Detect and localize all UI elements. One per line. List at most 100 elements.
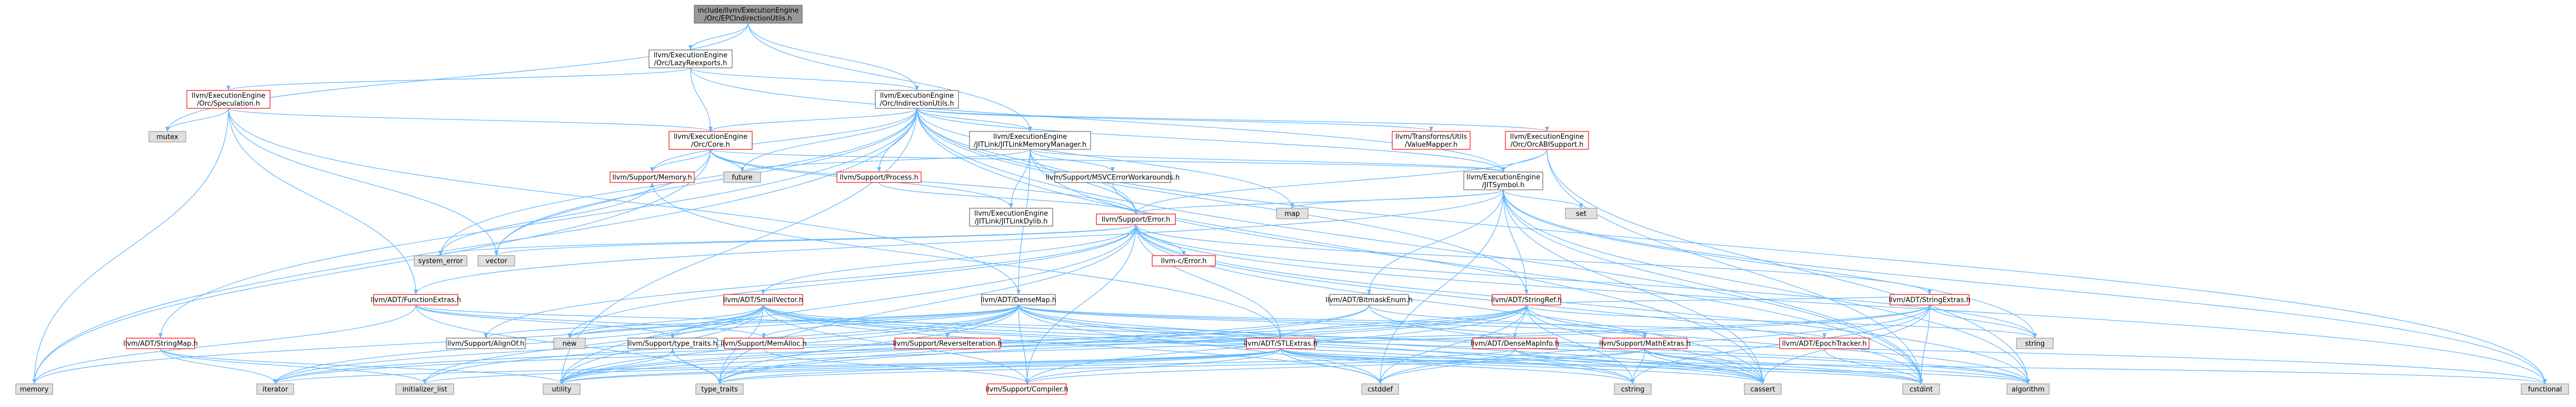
node-utility[interactable]: utility (543, 383, 581, 395)
node-algorithm[interactable]: algorithm (2006, 383, 2050, 395)
edge-jitsym-to-funcext (415, 189, 1504, 295)
node-reverseiter[interactable]: llvm/Support/ReverseIteration.h (893, 338, 1002, 349)
node-vector[interactable]: vector (477, 255, 515, 267)
edge-funcext-to-memalloc (415, 304, 764, 339)
node-bitmask[interactable]: llvm/ADT/BitmaskEnum.h (1325, 294, 1413, 306)
arrowhead (1822, 333, 1826, 338)
node-strextras[interactable]: llvm/ADT/StringExtras.h (1889, 294, 1971, 306)
node-memory[interactable]: llvm/Support/Memory.h (610, 171, 695, 183)
node-box (395, 383, 454, 395)
node-orcabi[interactable]: llvm/ExecutionEngine/Orc/OrcABISupport.h (1505, 131, 1589, 150)
arrowhead (1501, 167, 1505, 172)
arrowhead (1134, 209, 1138, 214)
node-stringref[interactable]: llvm/ADT/StringRef.h (1491, 294, 1562, 306)
node-set[interactable]: set (1565, 208, 1597, 219)
node-new[interactable]: new (553, 338, 586, 349)
edge-stlextras-to-compiler (1026, 348, 1281, 384)
node-vmapper[interactable]: llvm/Transforms/Utils/ValueMapper.h (1392, 131, 1471, 150)
edge-stlextras-to-functional (1280, 348, 2545, 384)
node-root[interactable]: include/llvm/ExecutionEngine/Orc/EPCIndi… (694, 5, 803, 24)
node-stringmap[interactable]: llvm/ADT/StringMap.h (123, 338, 198, 349)
node-smallvec[interactable]: llvm/ADT/SmallVector.h (723, 294, 803, 306)
node-mutex[interactable]: mutex (148, 131, 186, 143)
arrowhead (165, 127, 169, 131)
arrowhead (414, 290, 418, 294)
node-lazy[interactable]: llvm/ExecutionEngine/Orc/LazyReexports.h (648, 49, 733, 68)
node-box (2016, 338, 2054, 349)
node-spec[interactable]: llvm/ExecutionEngine/Orc/Speculation.h (186, 90, 271, 109)
edge-smallvec-to-initlist (424, 304, 764, 384)
node-iterator[interactable]: iterator (256, 383, 294, 395)
node-mathextras[interactable]: llvm/Support/MathExtras.h (1599, 338, 1691, 349)
node-jitlinkmm[interactable]: llvm/ExecutionEngine/JITLink/JITLinkMemo… (969, 131, 1091, 150)
node-box (2521, 383, 2569, 395)
node-memalloc[interactable]: llvm/Support/MemAlloc.h (721, 338, 807, 349)
node-box (1614, 383, 1652, 395)
node-syserr[interactable]: system_error (414, 255, 467, 267)
arrowhead (1378, 379, 1382, 384)
node-box (414, 255, 467, 267)
arrowhead (740, 167, 744, 172)
edge-jitsym-to-set (1503, 189, 1582, 209)
node-box (987, 383, 1067, 395)
node-box (126, 338, 195, 349)
node-stlextras[interactable]: llvm/ADT/STLExtras.h (1244, 338, 1317, 349)
node-jitlinkdylib[interactable]: llvm/ExecutionEngine/JITLink/JITLinkDyli… (969, 208, 1053, 227)
node-label: map (1285, 210, 1300, 218)
node-future[interactable]: future (723, 171, 761, 183)
edge-mathextras-to-typetraits_sys (719, 348, 1645, 384)
node-typetraits_sys[interactable]: type_traits (695, 383, 744, 395)
node-indir[interactable]: llvm/ExecutionEngine/Orc/IndirectionUtil… (875, 90, 959, 109)
node-box (723, 171, 761, 183)
node-cstddef[interactable]: cstddef (1361, 383, 1399, 395)
edge-memalloc-to-compiler (763, 348, 1027, 384)
node-cstdint[interactable]: cstdint (1902, 383, 1940, 395)
edge-error-to-functional (1135, 224, 2545, 384)
edge-mathextras-to-compiler (1026, 348, 1645, 384)
node-box (1392, 131, 1471, 150)
arrowhead (671, 333, 675, 338)
node-typetraits[interactable]: llvm/Support/type_traits.h (627, 338, 718, 349)
edge-jitsym-to-string (1503, 189, 2035, 339)
node-jitsym[interactable]: llvm/ExecutionEngine/JITSymbol.h (1463, 171, 1543, 190)
node-box (1152, 255, 1216, 267)
node-densemap[interactable]: llvm/ADT/DenseMap.h (981, 294, 1056, 306)
node-error[interactable]: llvm/Support/Error.h (1096, 213, 1176, 225)
node-core[interactable]: llvm/ExecutionEngine/Orc/Core.h (668, 131, 753, 150)
edge-strextras-to-cstdint (1921, 304, 1930, 384)
node-funcext[interactable]: llvm/ADT/FunctionExtras.h (371, 294, 461, 306)
edge-stlextras-to-cstring (1280, 348, 1633, 384)
edge-stringmap-to-utility (160, 348, 562, 384)
edge-indir-to-orcabi (916, 108, 1547, 132)
arrowhead (877, 167, 881, 172)
node-epochtracker[interactable]: llvm/ADT/EpochTracker.h (1779, 338, 1870, 349)
node-string[interactable]: string (2016, 338, 2054, 349)
node-label: cassert (1750, 386, 1775, 394)
node-cassert[interactable]: cassert (1744, 383, 1782, 395)
node-smemory[interactable]: memory (15, 383, 53, 395)
node-densemapinfo[interactable]: llvm/ADT/DenseMapInfo.h (1471, 338, 1559, 349)
node-process[interactable]: llvm/Support/Process.h (836, 171, 922, 183)
nodes-layer: include/llvm/ExecutionEngine/Orc/EPCIndi… (15, 5, 2569, 395)
node-box (1492, 294, 1561, 306)
edge-indir-to-smemory (34, 108, 917, 384)
node-compiler[interactable]: llvm/Support/Compiler.h (985, 383, 1069, 395)
node-box (1329, 294, 1409, 306)
node-map[interactable]: map (1276, 208, 1309, 219)
node-cerror[interactable]: llvm-c/Error.h (1152, 255, 1216, 267)
node-label: llvm/ExecutionEngine (993, 133, 1067, 141)
node-alignof[interactable]: llvm/Support/AlignOf.h (446, 338, 526, 349)
edge-stringref-to-typetraits_sys (719, 304, 1527, 384)
edge-jitsym-to-bitmask (1369, 189, 1504, 295)
edge-jitsym-to-algorithm (1503, 189, 2029, 384)
node-initlist[interactable]: initializer_list (395, 383, 454, 395)
edge-indir-to-map (916, 108, 1293, 209)
edge-root-to-mutex (167, 23, 749, 132)
node-functional[interactable]: functional (2521, 383, 2569, 395)
edge-orcabi-to-cstdint (1546, 149, 1922, 384)
arrowhead (1643, 333, 1647, 338)
edge-jitsym-to-cassert (1503, 189, 1763, 384)
node-cstring[interactable]: cstring (1614, 383, 1652, 395)
node-msvc[interactable]: llvm/Support/MSVCErrorWorkarounds.h (1046, 171, 1180, 183)
arrowhead (1524, 290, 1529, 294)
